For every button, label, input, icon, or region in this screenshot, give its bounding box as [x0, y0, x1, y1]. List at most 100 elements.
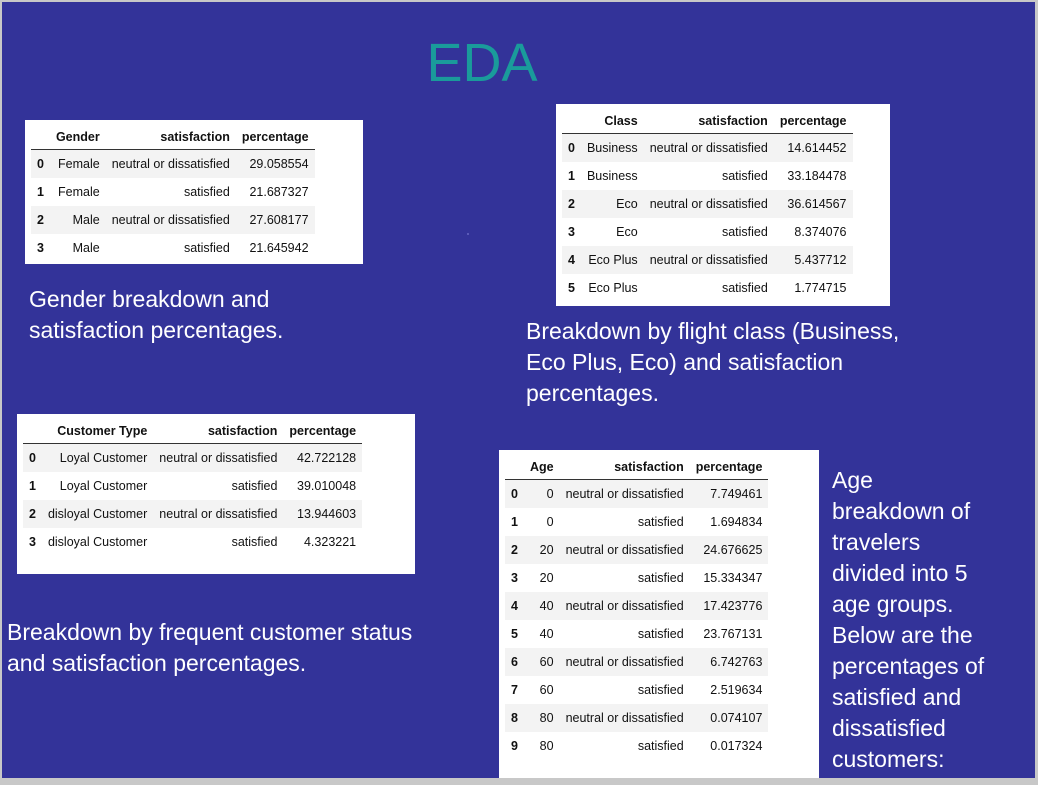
table-cell: 23.767131: [703, 627, 763, 641]
caption-line: percentages of: [832, 653, 985, 679]
row-index: 5: [568, 281, 575, 295]
column-header: [31, 125, 50, 150]
table-cell: 0.017324: [710, 739, 763, 753]
table-cell: 40: [539, 627, 554, 641]
caption-line: Breakdown by flight class (Business,: [526, 318, 900, 344]
table-cell: Female: [49, 149, 106, 178]
caption-line: satisfaction percentages.: [29, 317, 284, 343]
table-cell: 2.519634: [710, 683, 763, 697]
column-header: percentage: [283, 419, 363, 444]
column-header: satisfaction: [153, 419, 284, 444]
table-cell: Loyal Customer: [41, 443, 154, 472]
table-cell: disloyal Customer: [41, 500, 154, 528]
table-cell: 20: [523, 536, 560, 564]
table-cell: satisfied: [637, 571, 684, 585]
row-index: 1: [29, 479, 36, 493]
table-cell: 40: [523, 592, 560, 620]
table-cell: 80: [523, 704, 560, 732]
row-index: 0: [23, 443, 42, 472]
table-cell: satisfied: [721, 281, 768, 295]
table-cell: 0: [546, 515, 554, 529]
table-cell: 36.614567: [773, 190, 853, 218]
table-cell: Female: [58, 185, 100, 199]
table-cell: neutral or dissatisfied: [153, 500, 284, 528]
table-cell: 20: [539, 571, 554, 585]
column-header: percentage: [689, 455, 769, 480]
caption-line: Breakdown by frequent customer status: [7, 619, 413, 645]
table-cell: Business: [586, 169, 638, 183]
caption-line: Eco Plus, Eco) and satisfaction: [526, 349, 844, 375]
table-cell: Eco: [616, 225, 638, 239]
caption-line: Gender breakdown and: [29, 286, 270, 312]
table-cell: neutral or dissatisfied: [643, 246, 774, 274]
row-index: 8: [505, 704, 524, 732]
table-cell: 8.374076: [794, 225, 847, 239]
table-cell: 60: [539, 683, 554, 697]
table-cell: 24.676625: [689, 536, 769, 564]
table-cell: neutral or dissatisfied: [559, 704, 690, 732]
column-header: satisfaction: [105, 125, 236, 150]
column-header: [23, 419, 42, 444]
table-cell: satisfied: [183, 241, 230, 255]
table-cell: 33.184478: [787, 169, 847, 183]
row-index: 3: [29, 535, 36, 549]
row-index: 2: [23, 500, 42, 528]
caption-line: percentages.: [526, 380, 659, 406]
table-cell: satisfied: [183, 185, 230, 199]
table-cell: 14.614452: [773, 133, 853, 162]
caption-line: breakdown of: [832, 498, 971, 524]
caption-line: satisfied and: [832, 684, 962, 710]
table-cell: neutral or dissatisfied: [559, 536, 690, 564]
row-index: 6: [505, 648, 524, 676]
table-cell: 29.058554: [235, 149, 315, 178]
column-header: [562, 109, 581, 134]
column-header: percentage: [773, 109, 853, 134]
table-cell: 7.749461: [689, 479, 769, 508]
caption-line: customers:: [832, 746, 945, 772]
table-cell: 1.694834: [710, 515, 763, 529]
table-cell: 60: [523, 648, 560, 676]
row-index: 0: [31, 149, 50, 178]
row-index: 2: [31, 206, 50, 234]
table-cell: 27.608177: [235, 206, 315, 234]
table-cell: 0.074107: [689, 704, 769, 732]
caption-line: Age: [832, 467, 873, 493]
column-header: satisfaction: [559, 455, 690, 480]
table-cell: Eco: [580, 190, 644, 218]
table-cell: neutral or dissatisfied: [559, 479, 690, 508]
table-cell: satisfied: [231, 535, 278, 549]
column-header: Class: [580, 109, 644, 134]
table-cell: satisfied: [637, 739, 684, 753]
row-index: 7: [511, 683, 518, 697]
stray-dot: [467, 233, 469, 235]
table-cell: Business: [580, 133, 644, 162]
caption-line: dissatisfied: [832, 715, 946, 741]
caption-line: age groups.: [832, 591, 954, 617]
column-header: Gender: [49, 125, 106, 150]
table-cell: 80: [539, 739, 554, 753]
row-index: 0: [505, 479, 524, 508]
table-cell: satisfied: [637, 515, 684, 529]
row-index: 0: [562, 133, 581, 162]
